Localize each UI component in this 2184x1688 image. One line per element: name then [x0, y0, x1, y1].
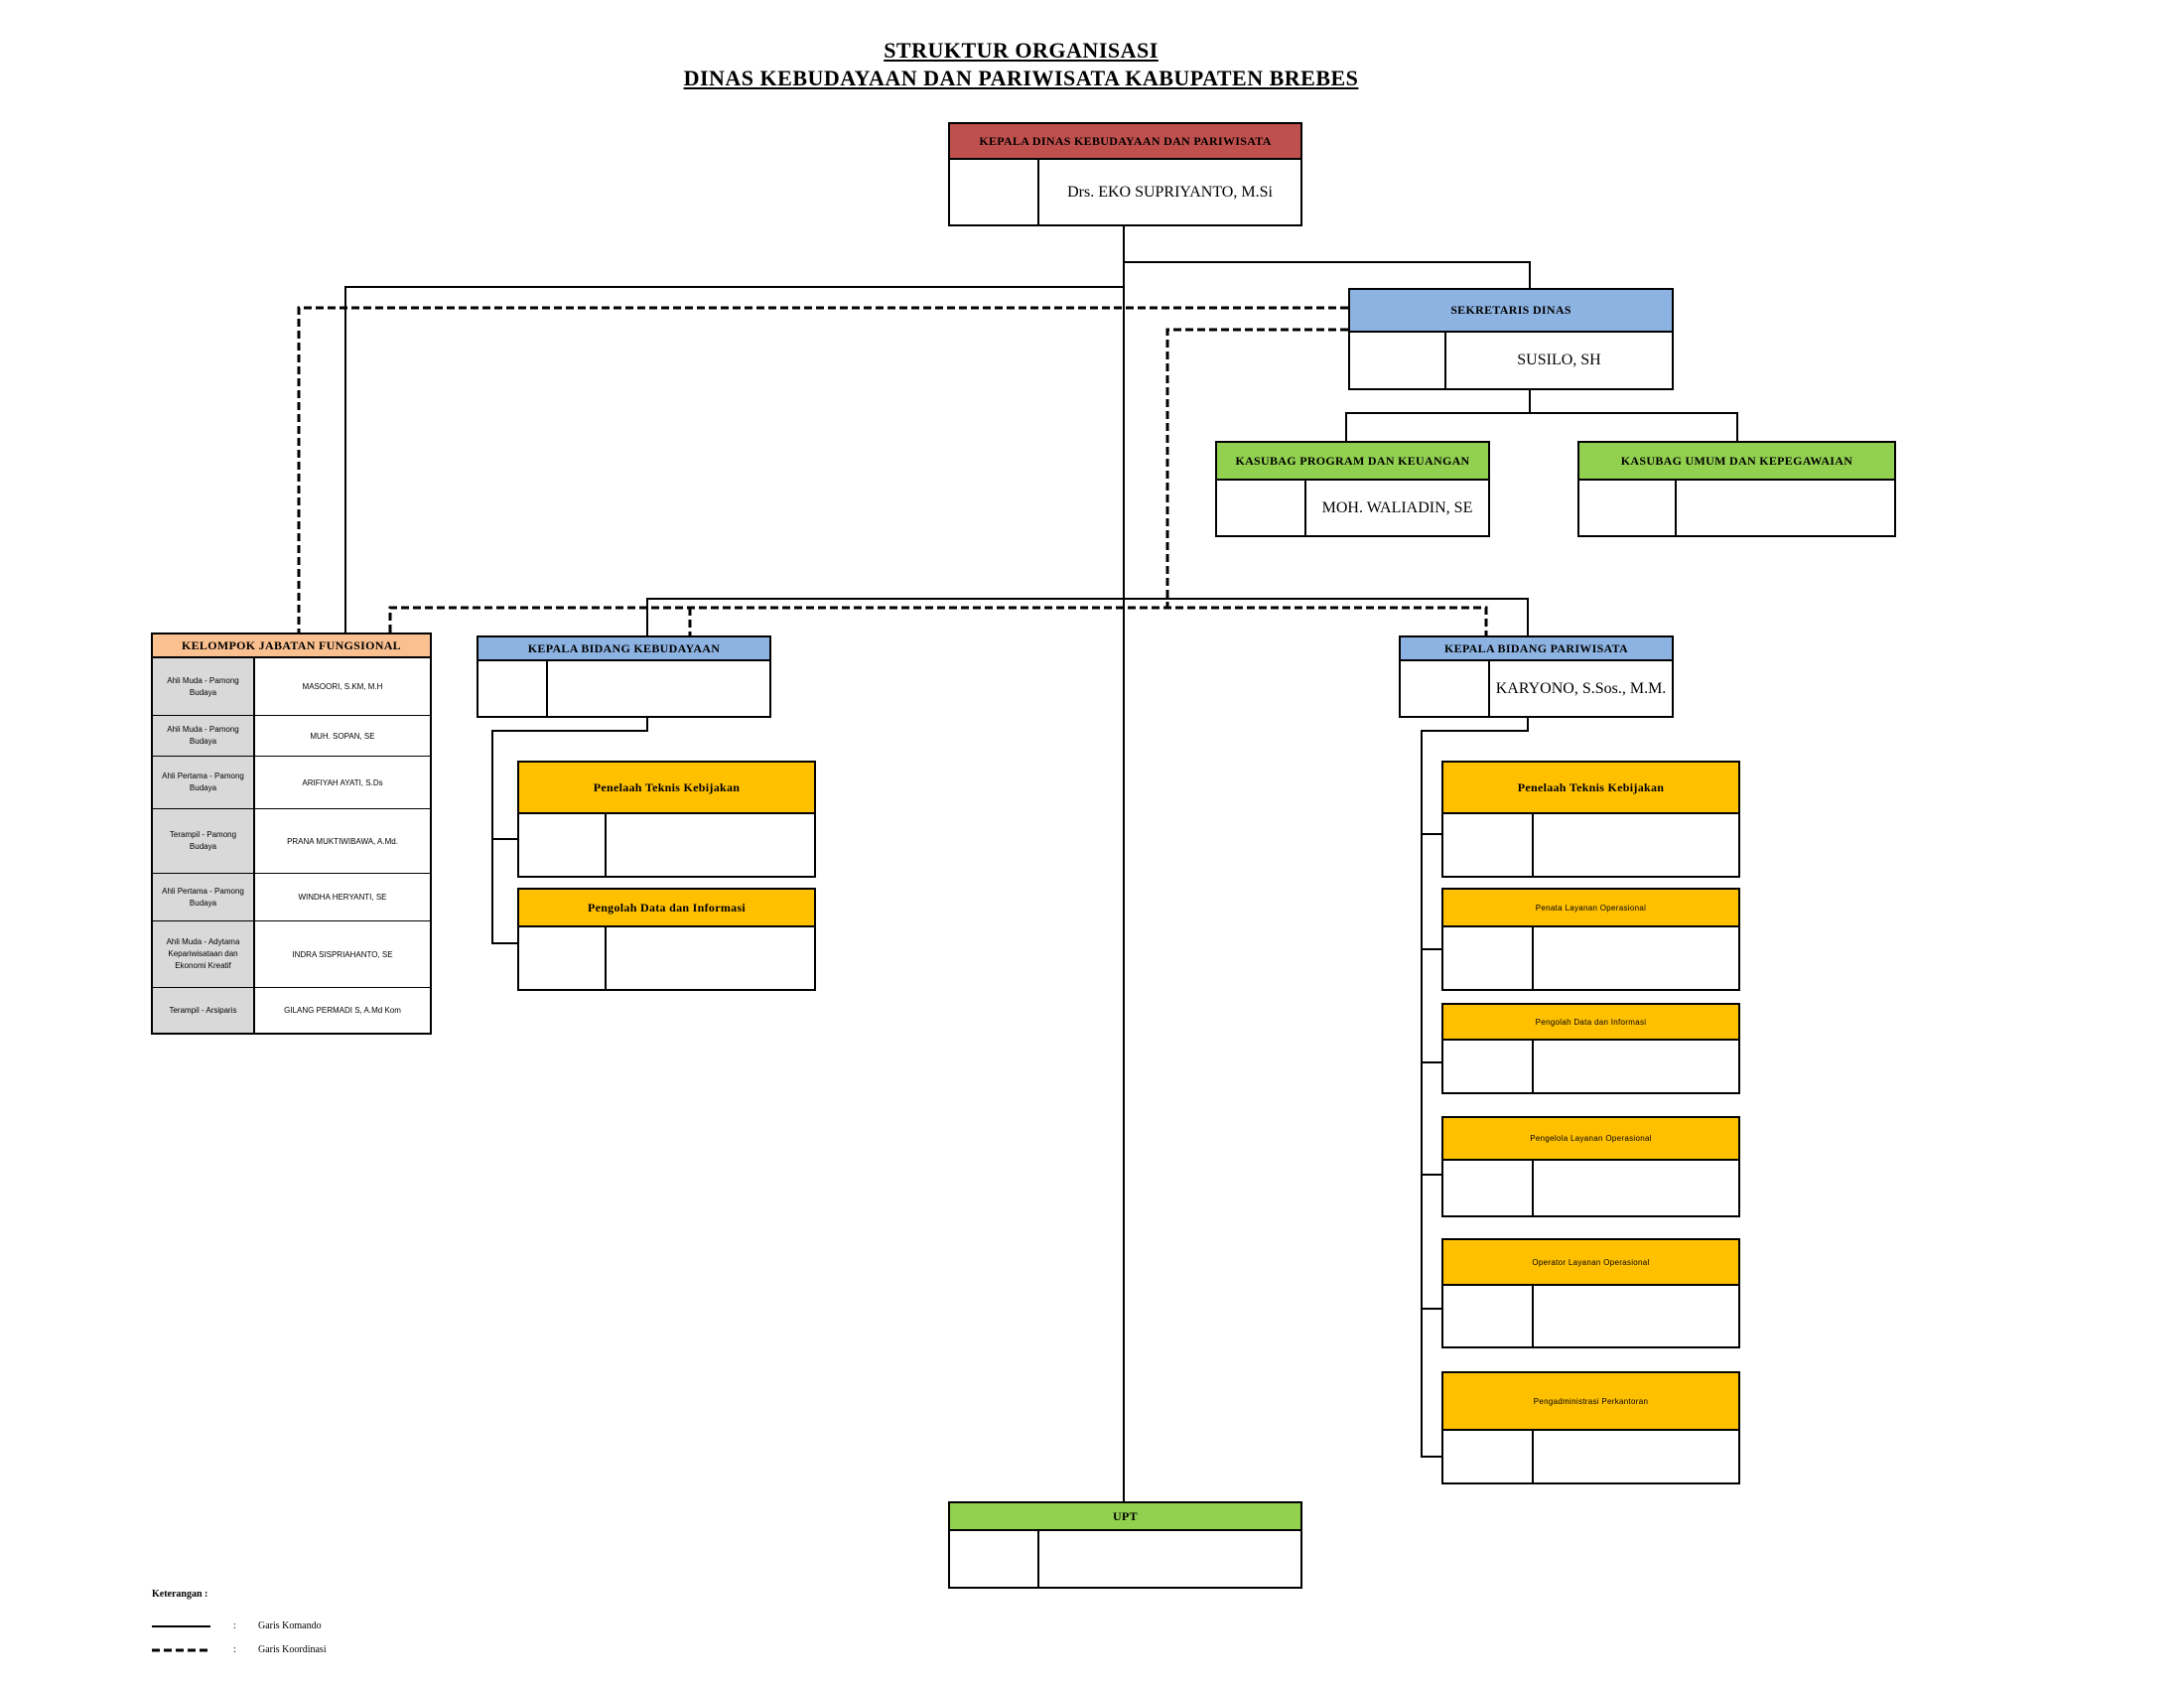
- pariwisata-staff-title: Operator Layanan Operasional: [1443, 1240, 1738, 1286]
- functional-name: MASOORI, S.KM, M.H: [302, 682, 383, 691]
- staff-name: [1534, 1161, 1738, 1215]
- bidang-kebudayaan-photo-cell: [478, 661, 548, 716]
- kebudayaan-staff-title: Pengolah Data dan Informasi: [519, 890, 814, 927]
- chart-title-line2: DINAS KEBUDAYAAN DAN PARIWISATA KABUPATE…: [683, 66, 1359, 90]
- upt-title: UPT: [950, 1503, 1300, 1531]
- kasubag-program-name: MOH. WALIADIN, SE: [1321, 498, 1473, 516]
- functional-name: ARIFIYAH AYATI, S.Ds: [302, 777, 383, 787]
- head-title: KEPALA DINAS KEBUDAYAAN DAN PARIWISATA: [950, 124, 1300, 160]
- upt-box: UPT: [948, 1501, 1302, 1589]
- head-name: Drs. EKO SUPRIYANTO, M.Si: [1067, 183, 1273, 201]
- pariwisata-staff-box: Penelaah Teknis Kebijakan: [1441, 761, 1740, 878]
- bidang-kebudayaan-box: KEPALA BIDANG KEBUDAYAAN: [477, 635, 771, 718]
- staff-name: [1534, 1041, 1738, 1092]
- functional-position: Terampil - Arsiparis: [153, 988, 255, 1033]
- functional-name: PRANA MUKTIWIBAWA, A.Md.: [287, 836, 398, 846]
- kasubag-program-box: KASUBAG PROGRAM DAN KEUANGAN MOH. WALIAD…: [1215, 441, 1490, 537]
- staff-photo-cell: [519, 814, 607, 876]
- legend-separator: :: [233, 1620, 236, 1631]
- secretary-name: SUSILO, SH: [1517, 352, 1601, 368]
- table-row: Ahli Pertama - Pamong Budaya ARIFIYAH AY…: [153, 757, 430, 809]
- bidang-pariwisata-box: KEPALA BIDANG PARIWISATA KARYONO, S.Sos.…: [1399, 635, 1674, 718]
- legend-coordination-label: Garis Koordinasi: [258, 1644, 327, 1655]
- staff-photo-cell: [1443, 1431, 1534, 1482]
- pariwisata-staff-box: Pengelola Layanan Operasional: [1441, 1116, 1740, 1217]
- pariwisata-staff-title: Pengolah Data dan Informasi: [1443, 1005, 1738, 1041]
- functional-position: Ahli Muda - Adytama Kepariwisataan dan E…: [153, 921, 255, 987]
- kasubag-program-photo-cell: [1217, 481, 1306, 535]
- functional-name: GILANG PERMADI S, A.Md Kom: [284, 1006, 401, 1015]
- secretary-title: SEKRETARIS DINAS: [1350, 290, 1672, 333]
- legend-command-label: Garis Komando: [258, 1620, 322, 1631]
- staff-name: [1534, 1286, 1738, 1346]
- functional-name: INDRA SISPRIAHANTO, SE: [292, 949, 393, 959]
- table-row: Ahli Muda - Pamong Budaya MUH. SOPAN, SE: [153, 716, 430, 757]
- functional-position: Terampil - Pamong Budaya: [153, 809, 255, 873]
- functional-name: WINDHA HERYANTI, SE: [298, 893, 387, 902]
- kebudayaan-staff-box: Penelaah Teknis Kebijakan: [517, 761, 816, 878]
- kasubag-umum-name: [1677, 481, 1894, 535]
- staff-photo-cell: [519, 927, 607, 989]
- pariwisata-staff-box: Operator Layanan Operasional: [1441, 1238, 1740, 1348]
- head-photo-cell: [950, 160, 1039, 224]
- pariwisata-staff-box: Pengolah Data dan Informasi: [1441, 1003, 1740, 1094]
- table-row: Terampil - Pamong Budaya PRANA MUKTIWIBA…: [153, 809, 430, 874]
- kasubag-umum-photo-cell: [1579, 481, 1677, 535]
- functional-position: Ahli Muda - Pamong Budaya: [153, 716, 255, 756]
- upt-name: [1039, 1531, 1300, 1587]
- table-row: Ahli Muda - Adytama Kepariwisataan dan E…: [153, 921, 430, 988]
- functional-name: MUH. SOPAN, SE: [310, 731, 375, 741]
- functional-group-table: KELOMPOK JABATAN FUNGSIONAL Ahli Muda - …: [151, 633, 432, 1035]
- bidang-pariwisata-name: KARYONO, S.Sos., M.M.: [1495, 679, 1667, 697]
- bidang-pariwisata-title: KEPALA BIDANG PARIWISATA: [1401, 637, 1672, 661]
- head-box: KEPALA DINAS KEBUDAYAAN DAN PARIWISATA D…: [948, 122, 1302, 226]
- bidang-pariwisata-photo-cell: [1401, 661, 1490, 716]
- table-row: Ahli Muda - Pamong Budaya MASOORI, S.KM,…: [153, 658, 430, 716]
- staff-photo-cell: [1443, 814, 1534, 876]
- functional-position: Ahli Pertama - Pamong Budaya: [153, 757, 255, 808]
- secretary-box: SEKRETARIS DINAS SUSILO, SH: [1348, 288, 1674, 390]
- table-row: Terampil - Arsiparis GILANG PERMADI S, A…: [153, 988, 430, 1033]
- staff-photo-cell: [1443, 927, 1534, 989]
- legend-title: Keterangan :: [152, 1589, 208, 1600]
- chart-title-line1: STRUKTUR ORGANISASI: [884, 38, 1159, 63]
- kasubag-umum-box: KASUBAG UMUM DAN KEPEGAWAIAN: [1577, 441, 1896, 537]
- staff-photo-cell: [1443, 1161, 1534, 1215]
- bidang-kebudayaan-name: [548, 661, 769, 716]
- pariwisata-staff-box: Penata Layanan Operasional: [1441, 888, 1740, 991]
- staff-name: [607, 927, 814, 989]
- kasubag-umum-title: KASUBAG UMUM DAN KEPEGAWAIAN: [1579, 443, 1894, 481]
- secretary-photo-cell: [1350, 333, 1446, 388]
- functional-position: Ahli Pertama - Pamong Budaya: [153, 874, 255, 920]
- table-row: Ahli Pertama - Pamong Budaya WINDHA HERY…: [153, 874, 430, 921]
- bidang-kebudayaan-title: KEPALA BIDANG KEBUDAYAAN: [478, 637, 769, 661]
- pariwisata-staff-box: Pengadministrasi Perkantoran: [1441, 1371, 1740, 1484]
- functional-position: Ahli Muda - Pamong Budaya: [153, 658, 255, 715]
- legend-separator: :: [233, 1644, 236, 1655]
- pariwisata-staff-title: Pengadministrasi Perkantoran: [1443, 1373, 1738, 1431]
- staff-photo-cell: [1443, 1286, 1534, 1346]
- functional-group-title: KELOMPOK JABATAN FUNGSIONAL: [153, 634, 430, 658]
- staff-name: [1534, 1431, 1738, 1482]
- kebudayaan-staff-box: Pengolah Data dan Informasi: [517, 888, 816, 991]
- kebudayaan-staff-title: Penelaah Teknis Kebijakan: [519, 763, 814, 814]
- staff-photo-cell: [1443, 1041, 1534, 1092]
- staff-name: [1534, 814, 1738, 876]
- pariwisata-staff-title: Pengelola Layanan Operasional: [1443, 1118, 1738, 1161]
- staff-name: [607, 814, 814, 876]
- pariwisata-staff-title: Penelaah Teknis Kebijakan: [1443, 763, 1738, 814]
- upt-photo-cell: [950, 1531, 1039, 1587]
- kasubag-program-title: KASUBAG PROGRAM DAN KEUANGAN: [1217, 443, 1488, 481]
- staff-name: [1534, 927, 1738, 989]
- pariwisata-staff-title: Penata Layanan Operasional: [1443, 890, 1738, 927]
